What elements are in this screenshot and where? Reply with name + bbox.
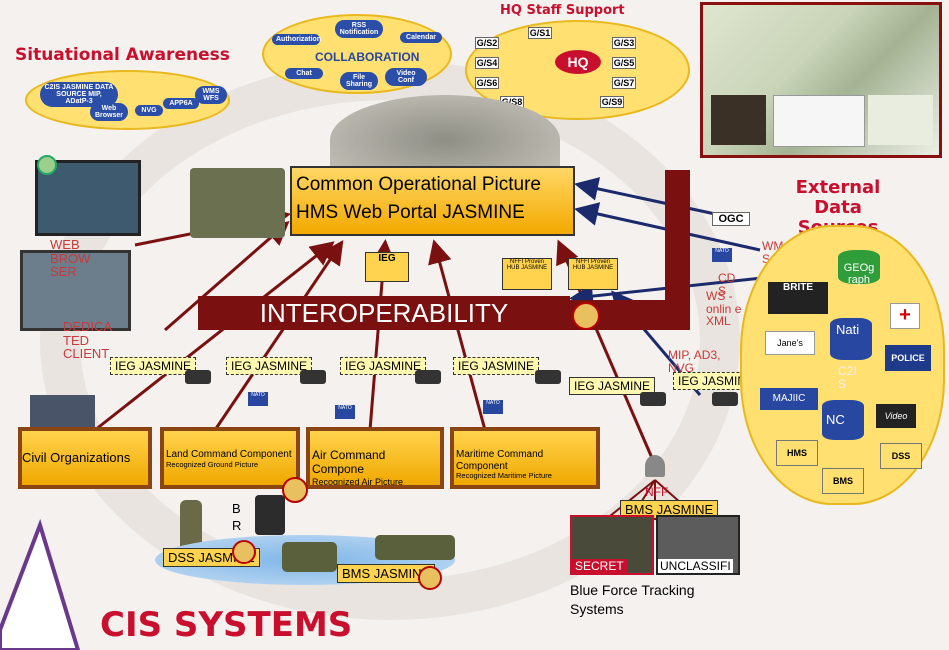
ieg-device-1 — [185, 370, 211, 384]
hq-gs1: G/S1 — [528, 27, 552, 39]
ieg-jasmine-6: IEG JASMINE — [673, 372, 760, 390]
radio-icon — [255, 495, 285, 535]
cop-line1: Common Operational Picture — [296, 174, 541, 195]
file-sharing-pill: File Sharing — [340, 72, 378, 90]
hq-gs2: G/S2 — [475, 37, 499, 49]
ieg-device-5 — [640, 392, 666, 406]
ieg-device-4 — [535, 370, 561, 384]
majiic-logo: MAJIIC — [760, 388, 818, 410]
ieg-jasmine-3: IEG JASMINE — [340, 357, 427, 375]
nffi-hub-1: NFFI Proven HUB JASMINE — [502, 258, 552, 290]
web-browser-label: WEB BROW SER — [50, 237, 91, 280]
helmet-logo-2 — [282, 477, 308, 503]
nffi-hub-2: NFFI Proven HUB JASMINE — [568, 258, 618, 290]
authorization-pill: Authorization — [272, 34, 321, 45]
secret-label: SECRET — [572, 559, 627, 573]
hq-staff-title: HQ Staff Support — [500, 3, 625, 18]
calendar-pill: Calendar — [400, 32, 442, 43]
bms-jasmine-bottom-label: BMS JASMINE — [337, 564, 436, 583]
hq-gs5: G/S5 — [612, 57, 636, 69]
hq-gs9: G/S9 — [600, 96, 624, 108]
ws-online-xml-label: WS - onlin e XML — [706, 289, 742, 329]
ieg-jasmine-5: IEG JASMINE — [569, 377, 656, 395]
video-conf-pill: Video Conf — [385, 68, 427, 86]
redcross-icon: + — [890, 303, 920, 329]
c2is-label: C2I S — [838, 364, 857, 391]
unclassified-label: UNCLASSIFI — [658, 559, 733, 573]
ieg-device-2 — [300, 370, 326, 384]
nato-logo-2: NATO — [335, 405, 355, 419]
hq-gs6: G/S6 — [475, 77, 499, 89]
helmet-logo-4 — [418, 566, 442, 590]
nato-cylinder-2: NC — [822, 400, 864, 440]
satellite-dish-icon — [645, 455, 665, 477]
ieg-jasmine-4: IEG JASMINE — [453, 357, 540, 375]
nato-logo-1: NATO — [248, 392, 268, 406]
civil-organizations-box: Civil Organizations — [18, 427, 152, 489]
dedicated-client-image — [20, 250, 131, 331]
collaboration-title: COLLABORATION — [315, 50, 420, 64]
dss-badge: DSS — [880, 443, 922, 469]
nato-logo-3: NATO — [483, 400, 503, 414]
land-vehicle-image — [282, 542, 337, 572]
nato-logo-4: NATO — [712, 248, 732, 262]
situational-awareness-title: Situational Awareness — [15, 45, 230, 65]
wms-wfs-pill: WMS WFS — [195, 86, 227, 104]
ieg-device-6 — [712, 392, 738, 406]
chat-pill: Chat — [285, 68, 323, 79]
web-browser-pill: Web Browser — [90, 103, 128, 121]
blue-force-tracking-label: Blue Force Tracking Systems — [570, 582, 695, 617]
dedicated-client-label: DEDICA TED CLIENT — [63, 319, 112, 362]
brite-logo: BRITE — [768, 282, 828, 314]
ieg-jasmine-1: IEG JASMINE — [110, 357, 197, 375]
ogc-logo: OGC — [712, 212, 750, 226]
rss-pill: RSS Notification — [335, 20, 383, 38]
ieg-top-box: IEG — [365, 252, 409, 282]
helmet-logo-1 — [572, 302, 600, 330]
hq-gs4: G/S4 — [475, 57, 499, 69]
truck-image — [190, 168, 285, 238]
nato-cylinder-1: Nati — [830, 318, 872, 360]
helmet-logo-3 — [232, 540, 256, 564]
cds-label: CD S — [718, 271, 736, 298]
tank-image — [375, 535, 455, 560]
janes-logo: Jane's — [765, 331, 815, 355]
hms-badge: HMS — [776, 440, 818, 466]
hq-gs7: G/S7 — [612, 77, 636, 89]
cop-line2: HMS Web Portal JASMINE — [296, 202, 525, 223]
geog-cylinder: GEOg raph — [838, 250, 880, 286]
helmet-logo-5 — [37, 155, 57, 175]
portal-screenshot — [700, 2, 942, 158]
soldier-image — [180, 500, 202, 555]
c2is-datasource-pill: C2IS JASMINE DATA SOURCE MIP, ADatP-3 — [40, 82, 118, 107]
video-icon: Video — [876, 404, 916, 428]
ieg-device-3 — [415, 370, 441, 384]
nvg-pill: NVG — [135, 105, 163, 116]
bms-badge: BMS — [822, 468, 864, 494]
app6a-pill: APP6A — [163, 98, 199, 109]
cis-systems-title: CIS SYSTEMS — [100, 605, 353, 645]
hq-center-badge: HQ — [555, 50, 601, 74]
police-logo: POLICE — [885, 345, 931, 371]
interoperability-banner: INTEROPERABILITY — [198, 296, 570, 330]
ieg-jasmine-2: IEG JASMINE — [226, 357, 313, 375]
bms-jasmine-right-label: BMS JASMINE — [620, 500, 719, 519]
cis-triangle — [0, 518, 80, 650]
hq-gs3: G/S3 — [612, 37, 636, 49]
mip-ad3-nvg-label: MIP, AD3, NVG — [668, 348, 721, 375]
nff-label: NFF — [645, 485, 669, 499]
cop-portal-box: Common Operational Picture HMS Web Porta… — [290, 166, 575, 236]
